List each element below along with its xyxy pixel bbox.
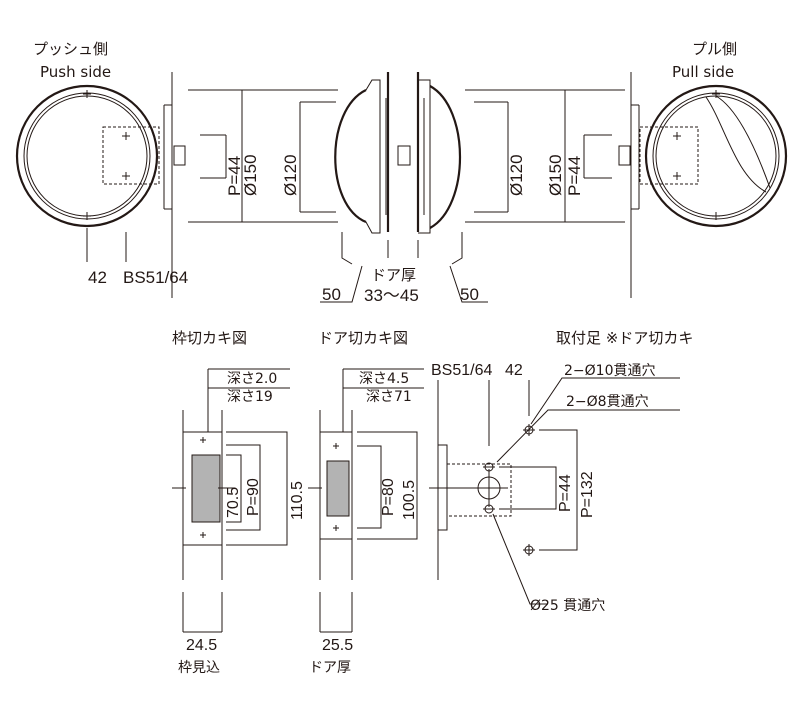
push-hidden-mount-plate bbox=[102, 126, 160, 185]
door-depth1: 深さ4.5 bbox=[359, 371, 409, 387]
door-cutout-title: ドア切カキ図 bbox=[318, 329, 408, 347]
mount-bs: BS51/64 bbox=[431, 362, 492, 379]
frame-dim-lines bbox=[226, 431, 288, 546]
door-dim-1005: 100.5 bbox=[401, 480, 418, 520]
push-screw-bottom bbox=[83, 212, 91, 220]
door-width: 25.5 bbox=[322, 637, 353, 654]
section-right-p44: P=44 bbox=[565, 156, 584, 196]
mount-door-edge bbox=[437, 380, 448, 580]
push-inner-rim-1 bbox=[23, 92, 151, 220]
mount-bs-extensions bbox=[488, 380, 530, 446]
frame-dim-p90: P=90 bbox=[245, 478, 262, 516]
pull-side-view: プル側 Pull side bbox=[618, 40, 788, 298]
pull-label-en: Pull side bbox=[672, 63, 734, 81]
pull-door-edge bbox=[630, 72, 640, 298]
mount-title: 取付足 ※ドア切カキ bbox=[556, 329, 693, 347]
hole8-label: 2−Ø8貫通穴 bbox=[566, 394, 649, 410]
section-right-d150: Ø150 bbox=[546, 154, 565, 196]
section-bottom-dims bbox=[341, 232, 463, 265]
push-dim-extensions bbox=[86, 228, 173, 262]
pull-screw-top bbox=[712, 90, 720, 98]
push-outer-rim bbox=[15, 84, 159, 228]
mount-dim42: 42 bbox=[505, 362, 523, 379]
push-door-edge bbox=[163, 72, 173, 298]
push-screw-top bbox=[83, 90, 91, 98]
door-cutout-view: ドア切カキ図 深さ4.5 深さ71 P=80 100.5 25.5 ドア厚 bbox=[308, 329, 424, 676]
section-left-p44: P=44 bbox=[225, 156, 244, 196]
section-right-offset: 50 bbox=[460, 285, 479, 304]
section-right-flange bbox=[418, 79, 431, 234]
push-latch bbox=[173, 145, 186, 166]
pull-screw-bottom bbox=[712, 212, 720, 220]
frame-strike-pocket bbox=[191, 454, 221, 523]
section-right-dims bbox=[465, 89, 625, 223]
pull-screw-upper bbox=[673, 132, 681, 140]
frame-width-label: 枠見込 bbox=[178, 660, 220, 676]
section-left-plate bbox=[379, 80, 387, 233]
hole25-label: Ø25 貫通穴 bbox=[530, 598, 605, 614]
door-width-dim bbox=[319, 592, 353, 633]
pull-outer-rim bbox=[644, 84, 788, 228]
section-latch bbox=[397, 145, 411, 166]
section-door bbox=[386, 72, 420, 232]
section-left-dome bbox=[334, 89, 367, 224]
door-thickness-label: ドア厚 bbox=[371, 266, 416, 284]
frame-width: 24.5 bbox=[186, 637, 217, 654]
door-depth2: 深さ71 bbox=[366, 389, 412, 405]
section-left-offset: 50 bbox=[322, 285, 341, 304]
section-left-dims bbox=[188, 89, 338, 223]
mount-plate-view: 取付足 ※ドア切カキ BS51/64 42 2−Ø10貫通穴 2−Ø8貫通穴 P… bbox=[429, 329, 693, 614]
section-offset-leaders bbox=[320, 265, 488, 303]
pull-hidden-mount-plate bbox=[639, 126, 699, 185]
hole-8-cross bbox=[483, 466, 495, 510]
pull-finger-recess bbox=[705, 95, 771, 193]
pull-inner-rim-1 bbox=[652, 92, 780, 220]
push-dim-42: 42 bbox=[88, 268, 107, 287]
hole-10-cross bbox=[523, 424, 535, 556]
section-view: P=44 Ø150 Ø120 Ø120 Ø150 P=44 ドア厚 33～45 … bbox=[188, 72, 625, 305]
push-label-en: Push side bbox=[40, 63, 111, 81]
hole10-label: 2−Ø10貫通穴 bbox=[564, 363, 655, 379]
pull-label-jp: プル側 bbox=[692, 40, 737, 58]
section-right-d120: Ø120 bbox=[507, 154, 526, 196]
frame-screw-bottom bbox=[200, 532, 206, 538]
push-inner-rim-2 bbox=[26, 95, 148, 217]
door-width-label: ドア厚 bbox=[309, 660, 351, 676]
section-left-d150: Ø150 bbox=[241, 154, 260, 196]
door-thickness-range: 33～45 bbox=[364, 286, 419, 305]
pull-screw-lower bbox=[673, 172, 681, 180]
push-dim-bs: BS51/64 bbox=[123, 268, 188, 287]
frame-depth1: 深さ2.0 bbox=[227, 371, 277, 387]
door-screw-bottom bbox=[333, 525, 339, 531]
frame-width-dim bbox=[182, 592, 223, 633]
mount-dim-lines bbox=[499, 429, 578, 551]
mount-hidden-plate bbox=[446, 463, 512, 517]
pull-latch bbox=[618, 145, 631, 166]
door-latch-pocket bbox=[326, 460, 350, 517]
frame-cutout-view: 枠切カキ図 深さ2.0 深さ19 70.5 P=90 110.5 24.5 枠見… bbox=[172, 329, 306, 676]
section-left-flange bbox=[365, 79, 381, 234]
hole-25-cross bbox=[470, 469, 508, 507]
door-dim-p80: P=80 bbox=[380, 478, 397, 516]
frame-dim-1105: 110.5 bbox=[289, 481, 306, 520]
mount-p44: P=44 bbox=[557, 474, 574, 512]
section-left-d120: Ø120 bbox=[281, 154, 300, 196]
door-dim-lines bbox=[357, 431, 418, 540]
push-label-jp: プッシュ側 bbox=[33, 40, 108, 58]
frame-dim-705: 70.5 bbox=[225, 487, 242, 518]
frame-cutout-title: 枠切カキ図 bbox=[172, 329, 247, 347]
push-screw-lower bbox=[122, 172, 130, 180]
section-right-dome bbox=[429, 85, 462, 229]
mount-p132: P=132 bbox=[579, 471, 596, 518]
push-side-view: プッシュ側 Push side 42 BS51/64 bbox=[15, 40, 188, 298]
frame-screw-top bbox=[200, 437, 206, 443]
door-screw-top bbox=[333, 443, 339, 449]
frame-depth2: 深さ19 bbox=[227, 389, 273, 405]
mount-leaders bbox=[492, 377, 680, 605]
push-screw-upper bbox=[122, 132, 130, 140]
